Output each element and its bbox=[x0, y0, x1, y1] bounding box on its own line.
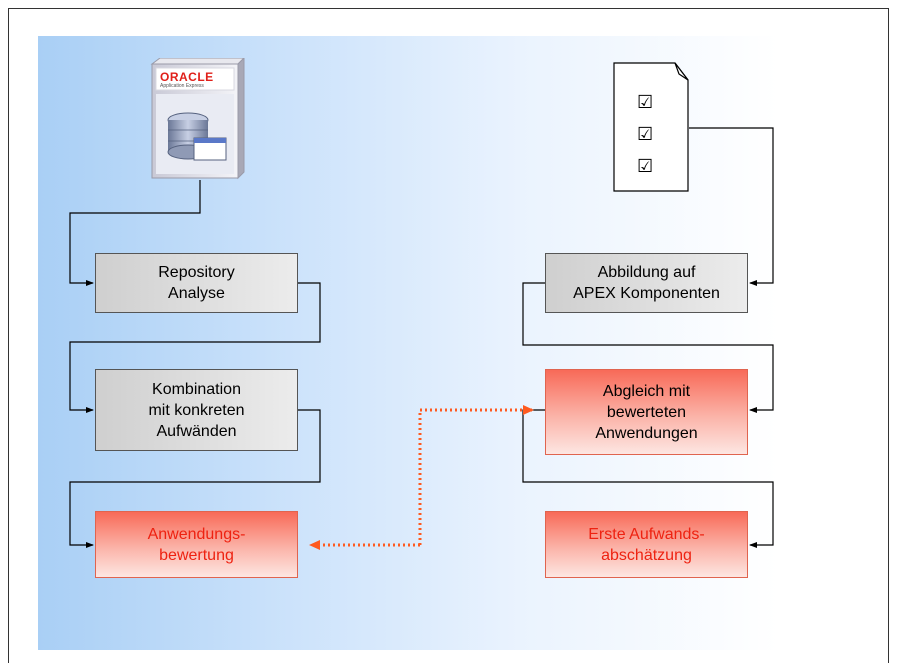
checklist-document-icon bbox=[613, 62, 689, 192]
connector-oracle-to-repository bbox=[69, 180, 201, 286]
anwendungsbewertung-box: Anwendungs- bewertung bbox=[95, 511, 298, 578]
oracle-product-text: Application Express bbox=[160, 83, 204, 89]
oracle-apex-box-icon bbox=[150, 58, 245, 180]
connector-checklist-to-abbildung bbox=[689, 127, 774, 286]
abbildung-box: Abbildung auf APEX Komponenten bbox=[545, 253, 748, 313]
checkbox-checked-icon: ☑ bbox=[637, 92, 654, 112]
abgleich-box: Abgleich mit bewerteten Anwendungen bbox=[545, 369, 748, 455]
connector-abbildung-to-abgleich bbox=[522, 282, 774, 413]
checkbox-checked-icon: ☑ bbox=[637, 124, 654, 144]
dotted-link-bewertung-abgleich bbox=[418, 405, 534, 545]
oracle-logo-text: ORACLE bbox=[160, 70, 214, 84]
connector-repository-to-kombination bbox=[69, 282, 321, 413]
erste-aufwandsabschaetzung-box: Erste Aufwands- abschätzung bbox=[545, 511, 748, 578]
repository-analyse-box: Repository Analyse bbox=[95, 253, 298, 313]
kombination-box: Kombination mit konkreten Aufwänden bbox=[95, 369, 298, 451]
connector-kombination-to-bewertung bbox=[69, 409, 321, 548]
checkbox-checked-icon: ☑ bbox=[637, 156, 654, 176]
